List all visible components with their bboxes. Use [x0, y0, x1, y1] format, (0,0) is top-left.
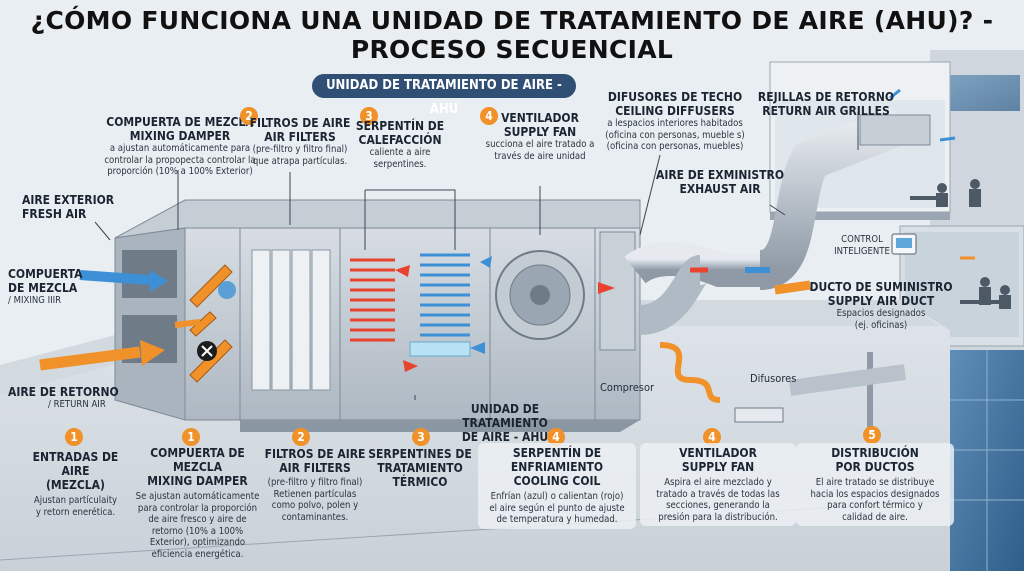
label-smart-control: CONTROL INTELIGENTE	[834, 234, 890, 257]
step-number: 3	[412, 428, 430, 446]
label-fresh-air: AIRE EXTERIOR FRESH AIR	[22, 193, 115, 221]
step-card-supply-fan: VENTILADOR SUPPLY FAN Aspira el aire mez…	[640, 443, 796, 526]
step-number: 1	[182, 428, 200, 446]
label-return-air: AIRE DE RETORNO / RETURN AIR	[8, 385, 119, 410]
ahu-banner: UNIDAD DE TRATAMIENTO DE AIRE - AHU	[312, 74, 576, 117]
label-supply-duct: DUCTO DE SUMINISTRO SUPPLY AIR DUCT Espa…	[809, 280, 953, 331]
label-mixing-damper-top: COMPUERTA DE MEZCLA MIXING DAMPER a ajus…	[104, 115, 256, 177]
step-number: 2	[240, 107, 258, 125]
label-mixing-left: COMPUERTA DE MEZCLA / MIXING IIIR	[8, 267, 83, 306]
label-return-grilles: REJILLAS DE RETORNO RETURN AIR GRILLES	[757, 90, 895, 118]
air-flow-arrows	[39, 88, 975, 403]
step-card-cooling-coil: SERPENTÍN DE ENFRIAMIENTO COOLING COIL E…	[478, 443, 636, 529]
step-card-mixing-damper: COMPUERTA DE MEZCLA MIXING DAMPER Se aju…	[135, 446, 260, 560]
leader-lines	[94, 112, 859, 400]
step-number: 4	[547, 428, 565, 446]
step-card-thermal-coils: SERPENTINES DE TRATAMIENTO TÉRMICO	[368, 447, 472, 489]
label-ceiling-diffusers: DIFUSORES DE TECHO CEILING DIFFUSERS a l…	[605, 90, 745, 152]
label-ahu: UNIDAD DE TRATAMIENTO DE AIRE - AHU	[461, 402, 549, 444]
step-number: 4	[480, 107, 498, 125]
step-card-distribution: DISTRIBUCIÓN POR DUCTOS El aire tratado …	[796, 443, 954, 526]
label-exhaust-air: AIRE DE EXMINISTRO EXHAUST AIR	[655, 168, 785, 196]
step-number: 1	[65, 428, 83, 446]
step-number: 3	[360, 107, 378, 125]
label-compresor: Compresor	[600, 381, 655, 394]
label-heating-coil-top: SERPENTÍN DE CALEFACCIÓN caliente a aire…	[355, 119, 445, 170]
step-number: 2	[292, 428, 310, 446]
step-number: 4	[703, 428, 721, 446]
step-number: 5	[863, 426, 881, 444]
page-title: ¿CÓMO FUNCIONA UNA UNIDAD DE TRATAMIENTO…	[30, 6, 994, 64]
label-difusores: Difusores	[750, 372, 797, 385]
label-supply-fan-top: VENTILADOR SUPPLY FAN succiona el aire t…	[485, 111, 595, 162]
ahu-unit	[114, 199, 641, 432]
step-card-air-inlets: ENTRADAS DE AIRE (MEZCLA) Ajustan partíc…	[32, 450, 119, 518]
step-card-air-filters: FILTROS DE AIRE AIR FILTERS (pre-filtro …	[264, 447, 366, 523]
label-filters-top: FILTROS DE AIRE AIR FILTERS (pre-filtro …	[249, 116, 351, 167]
